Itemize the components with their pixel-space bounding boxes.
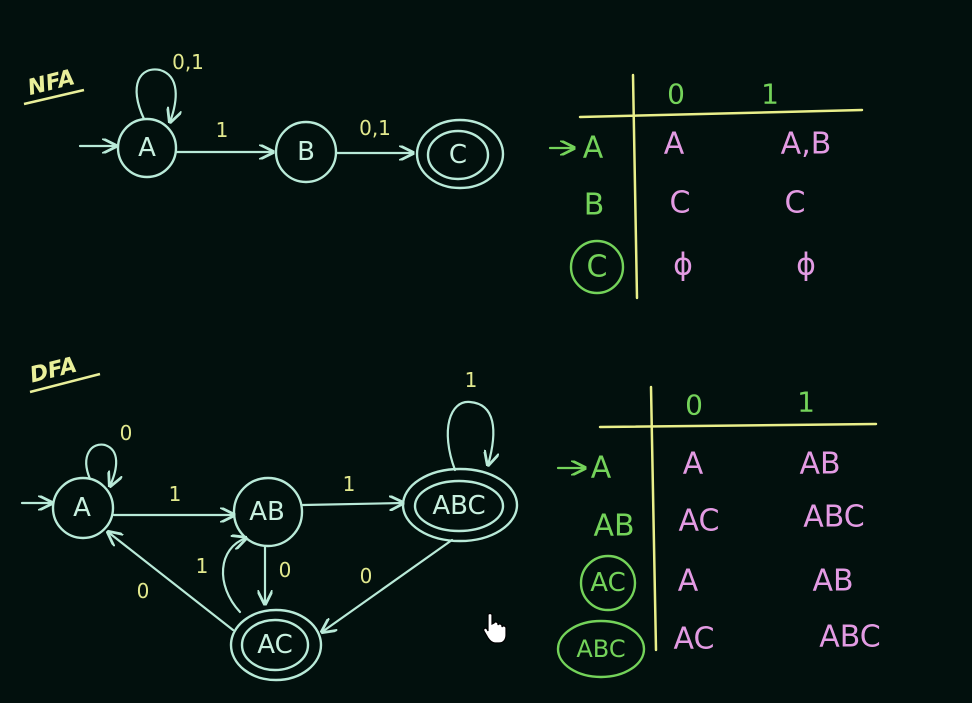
dfa-edge-abc-ac-label: 0 bbox=[360, 564, 373, 588]
dfa-edge-abc-ac bbox=[322, 538, 454, 632]
nfa-table-row-b-cell-0: C bbox=[670, 186, 691, 221]
dfa-table-row-ac-cell-0: A bbox=[678, 564, 699, 599]
dfa-loop-a bbox=[85, 443, 116, 486]
dfa-table-row-abc-cell-0: AC bbox=[674, 622, 715, 657]
dfa-table-row-ab-state: AB bbox=[593, 509, 634, 544]
nfa-title: NFA bbox=[25, 65, 77, 101]
dfa-table-final-ring-ac bbox=[579, 554, 637, 612]
dfa-table-header-0: 0 bbox=[685, 389, 703, 422]
nfa-table-row-a-cell-0: A bbox=[664, 127, 685, 162]
dfa-diagram: DFA A 0 1 AB 1 ABC 1 bbox=[20, 353, 519, 682]
dfa-edge-ab-abc bbox=[301, 503, 403, 505]
dfa-table-final-ring-abc bbox=[556, 619, 646, 679]
svg-text:C: C bbox=[449, 140, 467, 170]
nfa-state-b: B bbox=[274, 120, 338, 184]
dfa-state-ab: AB bbox=[232, 476, 304, 548]
nfa-table-row-b-state: B bbox=[584, 188, 605, 223]
dfa-loop-abc-label: 1 bbox=[465, 368, 478, 392]
dfa-table-row-a-cell-0: A bbox=[683, 447, 704, 482]
dfa-table-row-a-state: A bbox=[591, 451, 612, 486]
svg-text:AC: AC bbox=[257, 630, 292, 660]
svg-text:AB: AB bbox=[249, 497, 285, 527]
nfa-table-row-c-cell-1: ϕ bbox=[796, 248, 816, 283]
nfa-table-row-a-cell-1: A,B bbox=[781, 127, 832, 162]
nfa-table-row-c-state: C bbox=[587, 250, 608, 285]
dfa-edge-a-ab-label: 1 bbox=[169, 482, 182, 506]
dfa-edge-ac-a-label: 0 bbox=[137, 579, 150, 603]
nfa-edge-a-b-label: 1 bbox=[216, 118, 229, 142]
nfa-table-vertical-rule bbox=[631, 73, 639, 300]
nfa-table-header-1: 1 bbox=[761, 78, 779, 111]
nfa-table-row-a-state: A bbox=[583, 131, 604, 166]
dfa-edge-ac-ab bbox=[221, 538, 246, 614]
svg-text:A: A bbox=[73, 493, 91, 523]
dfa-table-row-ab-cell-1: ABC bbox=[803, 500, 865, 535]
dfa-table-row-ac-cell-1: AB bbox=[812, 564, 853, 599]
nfa-loop-a-label: 0,1 bbox=[172, 50, 204, 74]
dfa-table-row-a-cell-1: AB bbox=[799, 447, 840, 482]
dfa-state-a: A bbox=[51, 476, 115, 540]
nfa-table-row-b-cell-1: C bbox=[785, 186, 806, 221]
dfa-state-abc-final: ABC bbox=[401, 467, 519, 543]
nfa-table-header-0: 0 bbox=[667, 78, 685, 111]
nfa-table-horizontal-rule bbox=[578, 108, 864, 119]
dfa-table-row-ab-cell-0: AC bbox=[679, 504, 720, 539]
nfa-edge-b-c-label: 0,1 bbox=[359, 116, 391, 140]
dfa-edge-ac-a bbox=[108, 532, 235, 632]
dfa-table-header-1: 1 bbox=[797, 386, 815, 419]
nfa-title-underline bbox=[23, 88, 85, 106]
dfa-loop-a-label: 0 bbox=[120, 421, 133, 445]
svg-text:A: A bbox=[138, 133, 156, 163]
nfa-transition-table: 0 1 A A A,B B C C C ϕ ϕ bbox=[548, 73, 864, 300]
nfa-table-final-ring bbox=[569, 239, 625, 295]
nfa-state-c-final: C bbox=[415, 118, 505, 190]
dfa-table-row-abc-cell-1: ABC bbox=[819, 620, 881, 655]
svg-text:B: B bbox=[297, 137, 315, 167]
dfa-loop-abc bbox=[446, 400, 494, 472]
nfa-loop-a bbox=[135, 68, 176, 122]
dfa-title: DFA bbox=[27, 353, 79, 389]
svg-text:ABC: ABC bbox=[432, 491, 485, 521]
nfa-state-a: A bbox=[116, 117, 178, 179]
dfa-table-horizontal-rule bbox=[598, 422, 878, 429]
hand-cursor-icon bbox=[483, 612, 507, 644]
dfa-edge-ab-abc-label: 1 bbox=[343, 472, 356, 496]
dfa-table-row-abc-state: ABC bbox=[576, 635, 625, 663]
dfa-edge-ab-ac-label: 0 bbox=[279, 558, 292, 582]
nfa-table-row-c-cell-0: ϕ bbox=[673, 248, 693, 283]
dfa-edge-ac-ab-label: 1 bbox=[196, 554, 209, 578]
dfa-state-ac: AC bbox=[229, 608, 323, 682]
nfa-diagram: NFA A 0,1 1 B 0,1 C bbox=[23, 50, 505, 190]
dfa-table-vertical-rule bbox=[649, 385, 658, 652]
dfa-title-underline bbox=[29, 372, 101, 394]
dfa-table-row-ac-state: AC bbox=[590, 568, 625, 598]
dfa-transition-table: 0 1 A A AB AB AC ABC AC A AB ABC AC ABC bbox=[556, 385, 881, 679]
